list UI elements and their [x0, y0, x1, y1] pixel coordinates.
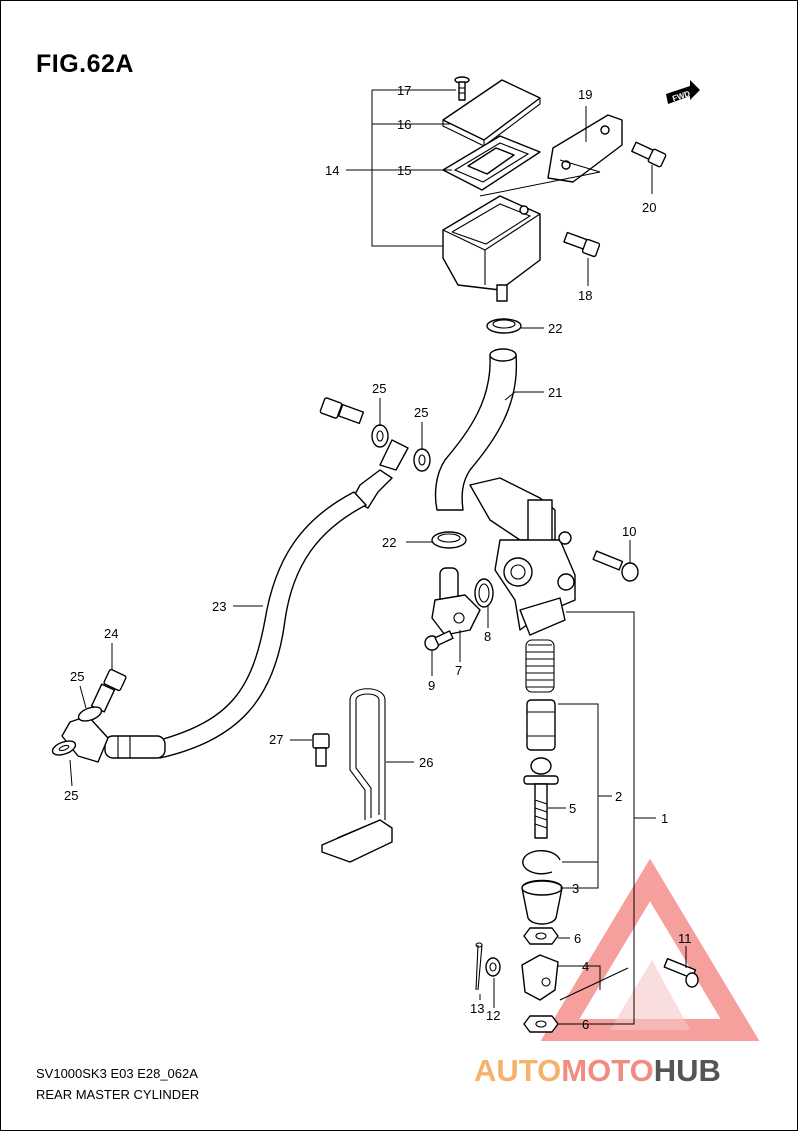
callout-2: 2 — [615, 789, 622, 804]
callout-11: 11 — [678, 931, 692, 946]
part-washer-upper-right — [413, 448, 431, 472]
callout-23: 23 — [212, 599, 226, 614]
part-union-bolt-24 — [90, 668, 127, 713]
callout-7: 7 — [455, 663, 462, 678]
model-code: SV1000SK3 E03 E28_062A — [36, 1066, 198, 1081]
part-reservoir-hose — [434, 348, 518, 511]
part-screw-9 — [424, 630, 454, 651]
callout-15: 15 — [397, 163, 411, 178]
callout-12: 12 — [486, 1008, 500, 1023]
diagram-title: REAR MASTER CYLINDER — [36, 1087, 200, 1102]
fwd-arrow-badge: FWD — [666, 80, 700, 104]
part-nut-lower — [523, 1015, 559, 1033]
part-mounting-bracket — [321, 688, 393, 863]
callout-9: 9 — [428, 678, 435, 693]
part-nut-upper — [523, 927, 559, 945]
callout-6-upper: 6 — [574, 931, 581, 946]
callout-18: 18 — [578, 288, 592, 303]
watermark-text: AUTOMOTOHUB — [474, 1053, 721, 1088]
callout-4: 4 — [582, 959, 589, 974]
part-hose-clamp-top — [486, 318, 522, 334]
part-cap-screw — [454, 76, 470, 101]
callout-1: 1 — [661, 811, 668, 826]
callout-25-lower-b: 25 — [64, 788, 78, 803]
callout-14: 14 — [325, 163, 339, 178]
part-push-rod — [523, 757, 559, 839]
part-bolt-18 — [563, 231, 601, 258]
part-o-ring — [474, 578, 494, 608]
callout-22-top: 22 — [548, 321, 562, 336]
watermark-text-moto: MOTO — [561, 1053, 653, 1088]
callout-25-upper-left: 25 — [372, 381, 386, 396]
callout-27: 27 — [269, 732, 283, 747]
callout-16: 16 — [397, 117, 411, 132]
part-washer-12 — [485, 957, 501, 977]
part-screw-27 — [312, 733, 330, 767]
part-diaphragm — [442, 135, 541, 191]
part-washer-lower-a — [77, 706, 103, 722]
callout-17: 17 — [397, 83, 411, 98]
callout-21: 21 — [548, 385, 562, 400]
callout-3: 3 — [572, 881, 579, 896]
callout-19: 19 — [578, 87, 592, 102]
part-hose-clamp-lower — [431, 531, 467, 549]
callout-24: 24 — [104, 626, 118, 641]
watermark-logo — [540, 858, 760, 1041]
watermark-text-hub: HUB — [654, 1053, 721, 1088]
part-master-cylinder-body — [469, 477, 576, 636]
callout-26: 26 — [419, 755, 433, 770]
part-plate — [547, 114, 623, 183]
callout-8: 8 — [484, 629, 491, 644]
part-reservoir-body — [442, 195, 541, 302]
callout-5: 5 — [569, 801, 576, 816]
part-spring — [525, 639, 555, 693]
part-reservoir-cap — [442, 79, 541, 147]
part-washer-upper-left — [371, 424, 389, 448]
part-cotter-pin — [475, 942, 483, 991]
callout-22-lower: 22 — [382, 535, 396, 550]
part-clevis-pin — [663, 957, 699, 988]
part-bolt-20 — [631, 141, 667, 168]
part-banjo-bolt — [319, 397, 365, 425]
part-boot — [521, 879, 563, 925]
watermark-text-auto: AUTO — [474, 1053, 561, 1088]
callout-25-upper-right: 25 — [414, 405, 428, 420]
callout-13: 13 — [470, 1001, 484, 1016]
callout-6-lower: 6 — [582, 1017, 589, 1032]
part-bolt-10 — [592, 550, 639, 582]
part-washer-lower-b — [51, 740, 77, 756]
part-hose-connector — [431, 567, 481, 636]
callout-labels: 17 16 14 15 19 20 18 22 21 25 25 10 22 2… — [64, 83, 692, 1032]
leader-lines — [69, 89, 687, 1025]
callout-10: 10 — [622, 524, 636, 539]
part-brake-hose — [61, 439, 409, 763]
callout-20: 20 — [642, 200, 656, 215]
fwd-label: FWD — [671, 89, 691, 103]
part-circlip — [522, 850, 561, 875]
callout-25-lower-a: 25 — [70, 669, 84, 684]
part-clevis — [521, 954, 559, 1001]
figure-title: FIG.62A — [36, 50, 134, 78]
part-piston — [526, 699, 556, 751]
